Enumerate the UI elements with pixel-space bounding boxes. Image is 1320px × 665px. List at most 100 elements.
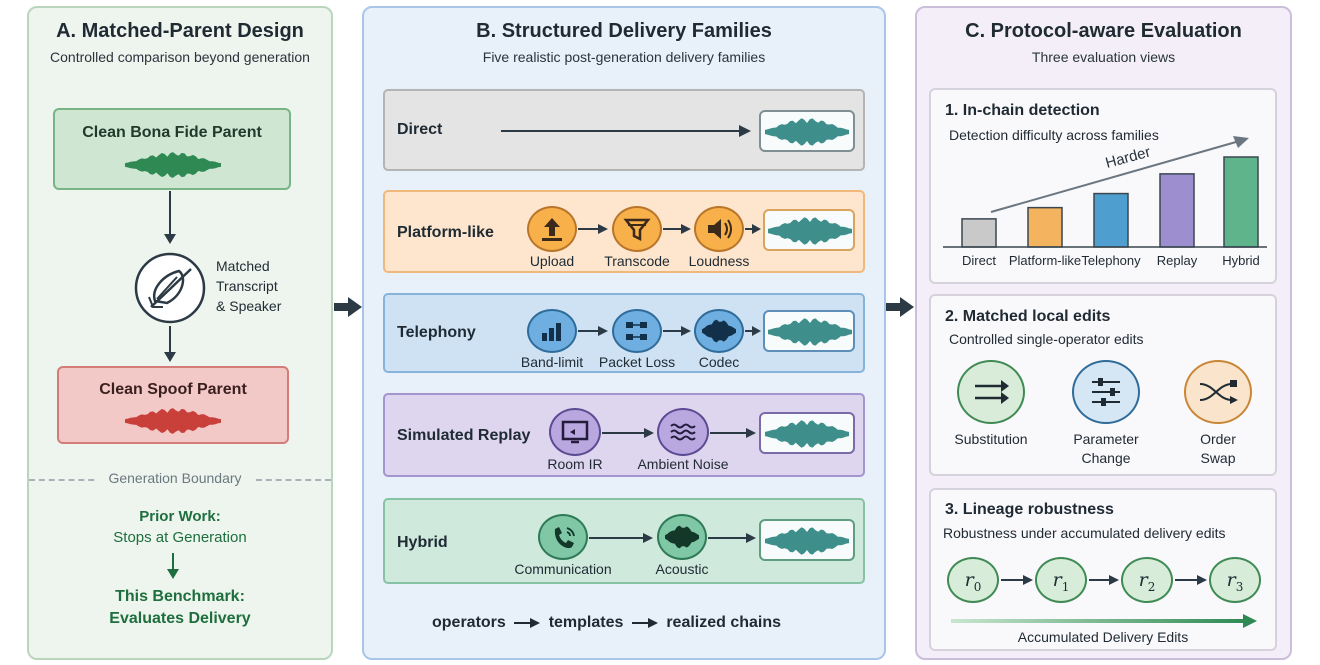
view-in-chain-detection: 1. In-chain detection Detection difficul… [929,88,1277,284]
waveform-icon [765,118,849,146]
panel-a-title: A. Matched-Parent Design [56,20,304,42]
output-waveform-box [763,209,855,251]
accumulated-edits-arrow [951,614,1257,628]
family-label: Simulated Replay [397,427,531,444]
arrow-icon [708,533,756,543]
bar-label: Direct [962,253,996,268]
arrow-icon [578,224,608,234]
pipeline-step: realized chains [666,614,782,631]
pipeline-step: templates [548,614,624,631]
sliders-icon [1072,360,1140,424]
bar-label: Platform-like [1008,253,1082,268]
step-label: Transcode [604,253,670,269]
family-label: Platform-like [397,224,494,241]
phone-icon [538,514,588,560]
arrow-line [169,191,171,235]
pipeline-step: operators [432,614,506,631]
waveform-icon [765,527,849,555]
arrow-icon [1001,575,1033,585]
edit-label: Substitution [954,431,1028,447]
bar-label: Hybrid [1222,253,1260,268]
view-lineage-robustness: 3. Lineage robustness Robustness under a… [929,488,1277,651]
panel-matched-parent [27,6,333,660]
transcript-speaker-icon [134,252,206,324]
output-waveform-box [759,110,855,152]
view-title: 2. Matched local edits [945,308,1111,325]
view-matched-local-edits: 2. Matched local edits Controlled single… [929,294,1277,476]
lineage-node: r1 [1035,557,1087,603]
upload-icon [527,206,577,252]
prior-work-note: Prior Work: Stops at Generation [113,508,247,546]
benchmark-note: This Benchmark: Evaluates Delivery [109,588,251,627]
arrow-line [169,326,171,352]
bar-label: Replay [1156,253,1198,268]
family-row-telephony: Telephony Band-limit Packet Loss Codec [383,293,865,373]
step-label: Loudness [688,253,750,269]
spoof-parent-box: Clean Spoof Parent [57,366,289,444]
arrow-head [164,352,176,362]
arrow-icon [663,224,691,234]
packets-icon [612,309,662,353]
arrow-icon [710,428,756,438]
arrow-head [164,234,176,244]
step-label: Ambient Noise [637,456,729,472]
bona-fide-label: Clean Bona Fide Parent [82,124,262,141]
arrow-icon [745,224,761,234]
arrow-icon [514,617,541,628]
bar-hybrid [1223,156,1259,248]
step-label: Upload [529,253,575,269]
view-subtitle: Detection difficulty across families [949,127,1159,143]
funnel-icon [612,206,662,252]
family-row-platform: Platform-like Upload Transcode Loudness [383,190,865,273]
waveform-icon [768,217,852,245]
step-label: Packet Loss [598,354,676,370]
arrow-icon [1089,575,1119,585]
panel-b-title: B. Structured Delivery Families [476,20,772,42]
pipeline-legend: operators templates realized chains [432,614,781,632]
lineage-node: r3 [1209,557,1261,603]
output-waveform-box [763,310,855,352]
bona-fide-parent-box: Clean Bona Fide Parent [53,108,291,190]
panel-a-subtitle: Controlled comparison beyond generation [50,49,310,65]
waveform-icon [765,420,849,448]
speaker-icon [694,206,744,252]
arrow-icon [631,617,658,628]
arrow-icon [663,326,691,336]
bar-chart-icon [527,309,577,353]
bona-waveform-icon [125,152,221,178]
step-label: Communication [514,561,612,577]
family-label: Direct [397,121,443,138]
arrow-icon [745,326,761,336]
arrow-icon [1175,575,1207,585]
screen-icon [549,408,601,456]
arrow-icon [578,326,608,336]
panel-b-subtitle: Five realistic post-generation delivery … [482,49,766,65]
view-subtitle: Robustness under accumulated delivery ed… [943,525,1226,541]
bar-replay [1159,173,1195,248]
waveform-icon [694,309,744,353]
view-subtitle: Controlled single-operator edits [949,331,1144,347]
view-title: 1. In-chain detection [945,102,1100,119]
family-row-direct: Direct [383,89,865,171]
bar-direct [961,218,997,248]
bar-platform-like [1027,206,1063,248]
arrow-head [167,569,179,579]
arrow-icon [589,533,653,543]
trend-arrow-head [1233,136,1249,148]
accumulated-edits-label: Accumulated Delivery Edits [1017,629,1189,645]
step-label: Room IR [547,456,603,472]
arrow-icon [602,428,654,438]
panel-c-subtitle: Three evaluation views [1031,49,1176,65]
waveform-icon [768,318,852,346]
spoof-waveform-icon [125,408,221,434]
arrow-line [172,553,174,569]
difficulty-chart: Harder [943,136,1267,248]
step-label: Codec [698,354,740,370]
panel-connector-arrow [886,297,914,317]
family-label: Telephony [397,324,476,341]
spoof-label: Clean Spoof Parent [99,381,247,398]
lineage-node: r0 [947,557,999,603]
output-waveform-box [759,519,855,561]
